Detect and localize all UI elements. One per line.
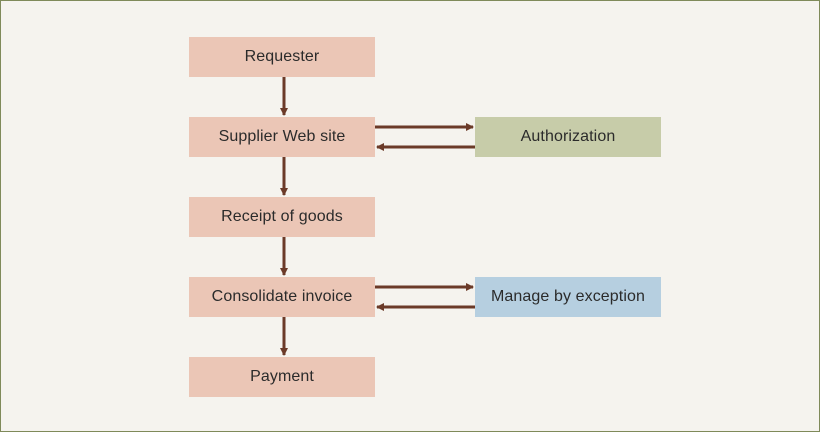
node-requester: Requester bbox=[189, 37, 375, 77]
node-receipt-of-goods-label: Receipt of goods bbox=[221, 208, 343, 225]
node-manage-by-exception: Manage by exception bbox=[475, 277, 661, 317]
node-supplier-web-site: Supplier Web site bbox=[189, 117, 375, 157]
node-receipt-of-goods: Receipt of goods bbox=[189, 197, 375, 237]
node-consolidate-invoice: Consolidate invoice bbox=[189, 277, 375, 317]
node-payment: Payment bbox=[189, 357, 375, 397]
node-consolidate-invoice-label: Consolidate invoice bbox=[211, 288, 353, 305]
node-manage-by-exception-label: Manage by exception bbox=[490, 288, 645, 305]
node-supplier-web-site-label: Supplier Web site bbox=[218, 128, 346, 145]
node-requester-label: Requester bbox=[244, 48, 320, 65]
node-authorization-label: Authorization bbox=[520, 128, 616, 145]
node-authorization: Authorization bbox=[475, 117, 661, 157]
node-payment-label: Payment bbox=[250, 368, 314, 385]
